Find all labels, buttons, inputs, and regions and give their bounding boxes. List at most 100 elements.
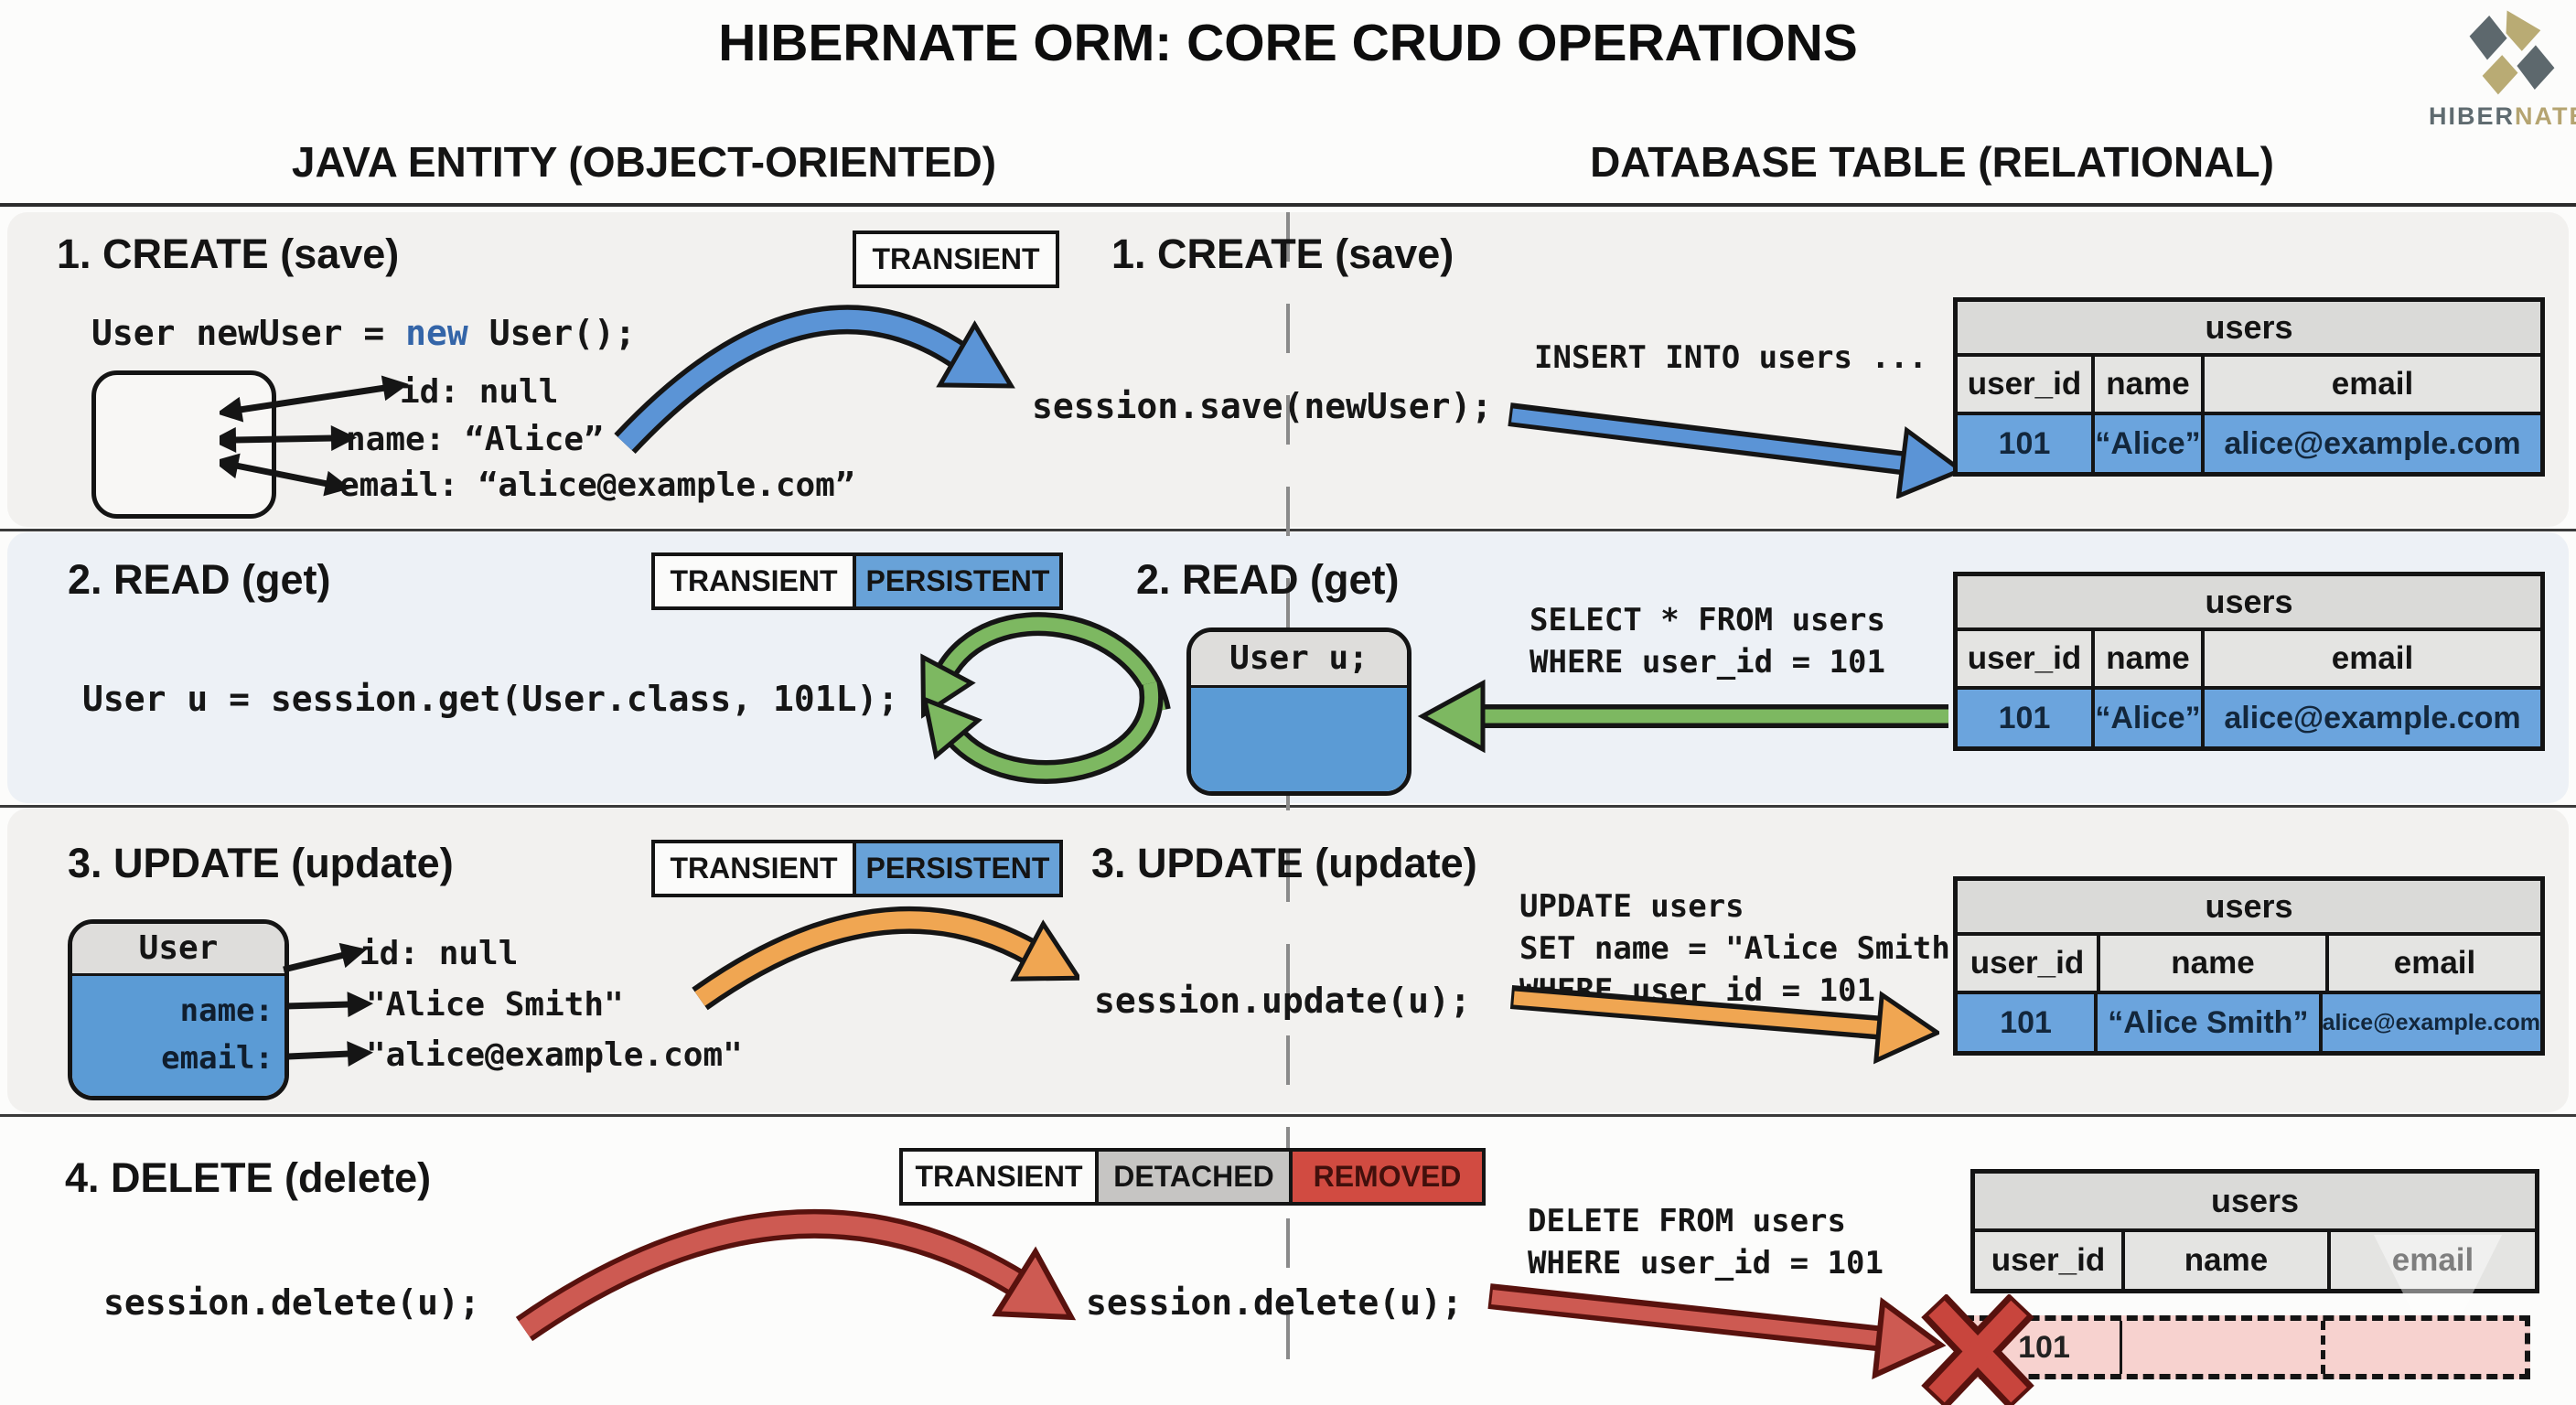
cell-email: alice@example.com	[2205, 415, 2540, 472]
read-heading-right: 2. READ (get)	[1136, 556, 1400, 603]
read-heading-left: 2. READ (get)	[68, 556, 331, 603]
update-attr-email: "alice@example.com"	[366, 1036, 743, 1074]
col-user-id: user_id	[1958, 631, 2095, 686]
cell-name: “Alice Smith”	[2098, 994, 2323, 1051]
state-transient: TRANSIENT	[655, 556, 853, 606]
read-entity-box: User u;	[1186, 627, 1411, 796]
entity-box-title: User	[72, 924, 284, 976]
entity-box-body: name: email:	[72, 976, 284, 1096]
col-user-id: user_id	[1958, 936, 2100, 991]
state-transient: TRANSIENT	[903, 1152, 1095, 1202]
state-removed: REMOVED	[1289, 1152, 1482, 1202]
state-persistent: PERSISTENT	[853, 843, 1059, 894]
update-heading-right: 3. UPDATE (update)	[1091, 840, 1477, 886]
read-select-arrow	[1417, 679, 1948, 754]
table-title: users	[1975, 1174, 2535, 1232]
delete-users-table: users user_id name email	[1970, 1169, 2539, 1293]
col-name: name	[2125, 1232, 2331, 1289]
update-attr-id: id: null	[360, 935, 519, 972]
create-curved-arrow	[614, 305, 1015, 454]
col-email: email	[2205, 357, 2540, 412]
create-users-table: users user_id name email 101 “Alice” ali…	[1953, 297, 2545, 477]
delete-state-badge: TRANSIENT DETACHED REMOVED	[899, 1148, 1486, 1206]
header-separator	[0, 203, 2576, 207]
col-name: name	[2095, 631, 2205, 686]
create-attr-name: name: “Alice”	[346, 421, 604, 458]
state-persistent: PERSISTENT	[853, 556, 1059, 606]
update-curved-arrow	[692, 906, 1079, 1011]
col-name: name	[2100, 936, 2329, 991]
new-keyword: new	[405, 313, 468, 353]
update-arrow	[1509, 985, 1939, 1065]
page-title: HIBERNATE ORM: CORE CRUD OPERATIONS	[718, 14, 1858, 72]
state-transient: TRANSIENT	[856, 234, 1056, 284]
create-attr-id: id: null	[400, 373, 559, 411]
delete-curved-arrow	[515, 1208, 1077, 1342]
deleted-row: 101	[1963, 1315, 2530, 1379]
create-code-right: session.save(newUser);	[1032, 386, 1493, 426]
hibernate-logo-icon	[2469, 10, 2555, 95]
cell-name: “Alice”	[2095, 690, 2205, 746]
field-email: email:	[161, 1040, 274, 1077]
delete-arrow	[1487, 1283, 1947, 1380]
col-email: email	[2205, 631, 2540, 686]
update-state-badge: TRANSIENT PERSISTENT	[651, 840, 1063, 897]
update-attr-name: "Alice Smith"	[366, 986, 624, 1024]
hibernate-logo-text: HIBERNATE	[2429, 102, 2576, 131]
deleted-cell-email	[2325, 1321, 2525, 1374]
table-row: 101 “Alice Smith” alice@example.com	[1958, 991, 2540, 1051]
read-state-badge: TRANSIENT PERSISTENT	[651, 552, 1063, 610]
table-title: users	[1958, 881, 2540, 936]
delete-heading-left: 4. DELETE (delete)	[65, 1154, 432, 1201]
update-heading-left: 3. UPDATE (update)	[68, 840, 454, 886]
col-email: email	[2329, 936, 2540, 991]
cell-email: alice@example.com	[2322, 994, 2540, 1051]
create-heading-right: 1. CREATE (save)	[1111, 231, 1454, 277]
deleted-cell-user-id: 101	[1969, 1321, 2122, 1374]
update-attr-arrows	[283, 942, 373, 1067]
entity-box-title: User u;	[1191, 632, 1407, 688]
column-header-right: DATABASE TABLE (RELATIONAL)	[1590, 138, 2274, 186]
create-insert-arrow	[1508, 402, 1966, 499]
create-entity-box	[91, 370, 276, 519]
watermark-chevron	[2374, 1235, 2502, 1363]
read-cycle-arrows	[920, 612, 1171, 784]
table-title: users	[1958, 302, 2540, 357]
delete-x-icon	[1921, 1294, 2034, 1405]
cell-email: alice@example.com	[2205, 690, 2540, 746]
logo-text-nate: NATE	[2515, 102, 2576, 130]
table-row: 101 “Alice” alice@example.com	[1958, 412, 2540, 472]
table-row: 101 “Alice” alice@example.com	[1958, 686, 2540, 746]
col-name: name	[2095, 357, 2205, 412]
center-divider	[1286, 212, 1290, 1401]
create-attr-arrows	[220, 375, 409, 497]
update-code-right: session.update(u);	[1094, 981, 1471, 1021]
read-code-left: User u = session.get(User.class, 101L);	[82, 679, 899, 719]
field-name: name:	[179, 992, 274, 1029]
delete-code-right: session.delete(u);	[1086, 1282, 1463, 1323]
update-entity-box: User name: email:	[68, 919, 289, 1100]
update-users-table: users user_id name email 101 “Alice Smit…	[1953, 876, 2545, 1056]
deleted-cell-name	[2122, 1321, 2325, 1374]
logo-text-hiber: HIBER	[2429, 102, 2516, 130]
column-header-left: JAVA ENTITY (OBJECT-ORIENTED)	[291, 138, 997, 186]
state-transient: TRANSIENT	[655, 843, 853, 894]
create-attr-email: email: “alice@example.com”	[339, 467, 855, 504]
table-title: users	[1958, 576, 2540, 631]
state-detached: DETACHED	[1095, 1152, 1289, 1202]
read-users-table: users user_id name email 101 “Alice” ali…	[1953, 572, 2545, 751]
cell-user-id: 101	[1958, 415, 2095, 472]
cell-user-id: 101	[1958, 690, 2095, 746]
col-user-id: user_id	[1975, 1232, 2125, 1289]
create-sql: INSERT INTO users ...	[1534, 339, 1927, 376]
create-state-badge: TRANSIENT	[853, 231, 1059, 288]
create-code-left: User newUser = new User();	[91, 313, 636, 353]
col-email: email	[2331, 1232, 2535, 1289]
col-user-id: user_id	[1958, 357, 2095, 412]
delete-code-left: session.delete(u);	[103, 1282, 480, 1323]
cell-user-id: 101	[1958, 994, 2098, 1051]
cell-name: “Alice”	[2095, 415, 2205, 472]
